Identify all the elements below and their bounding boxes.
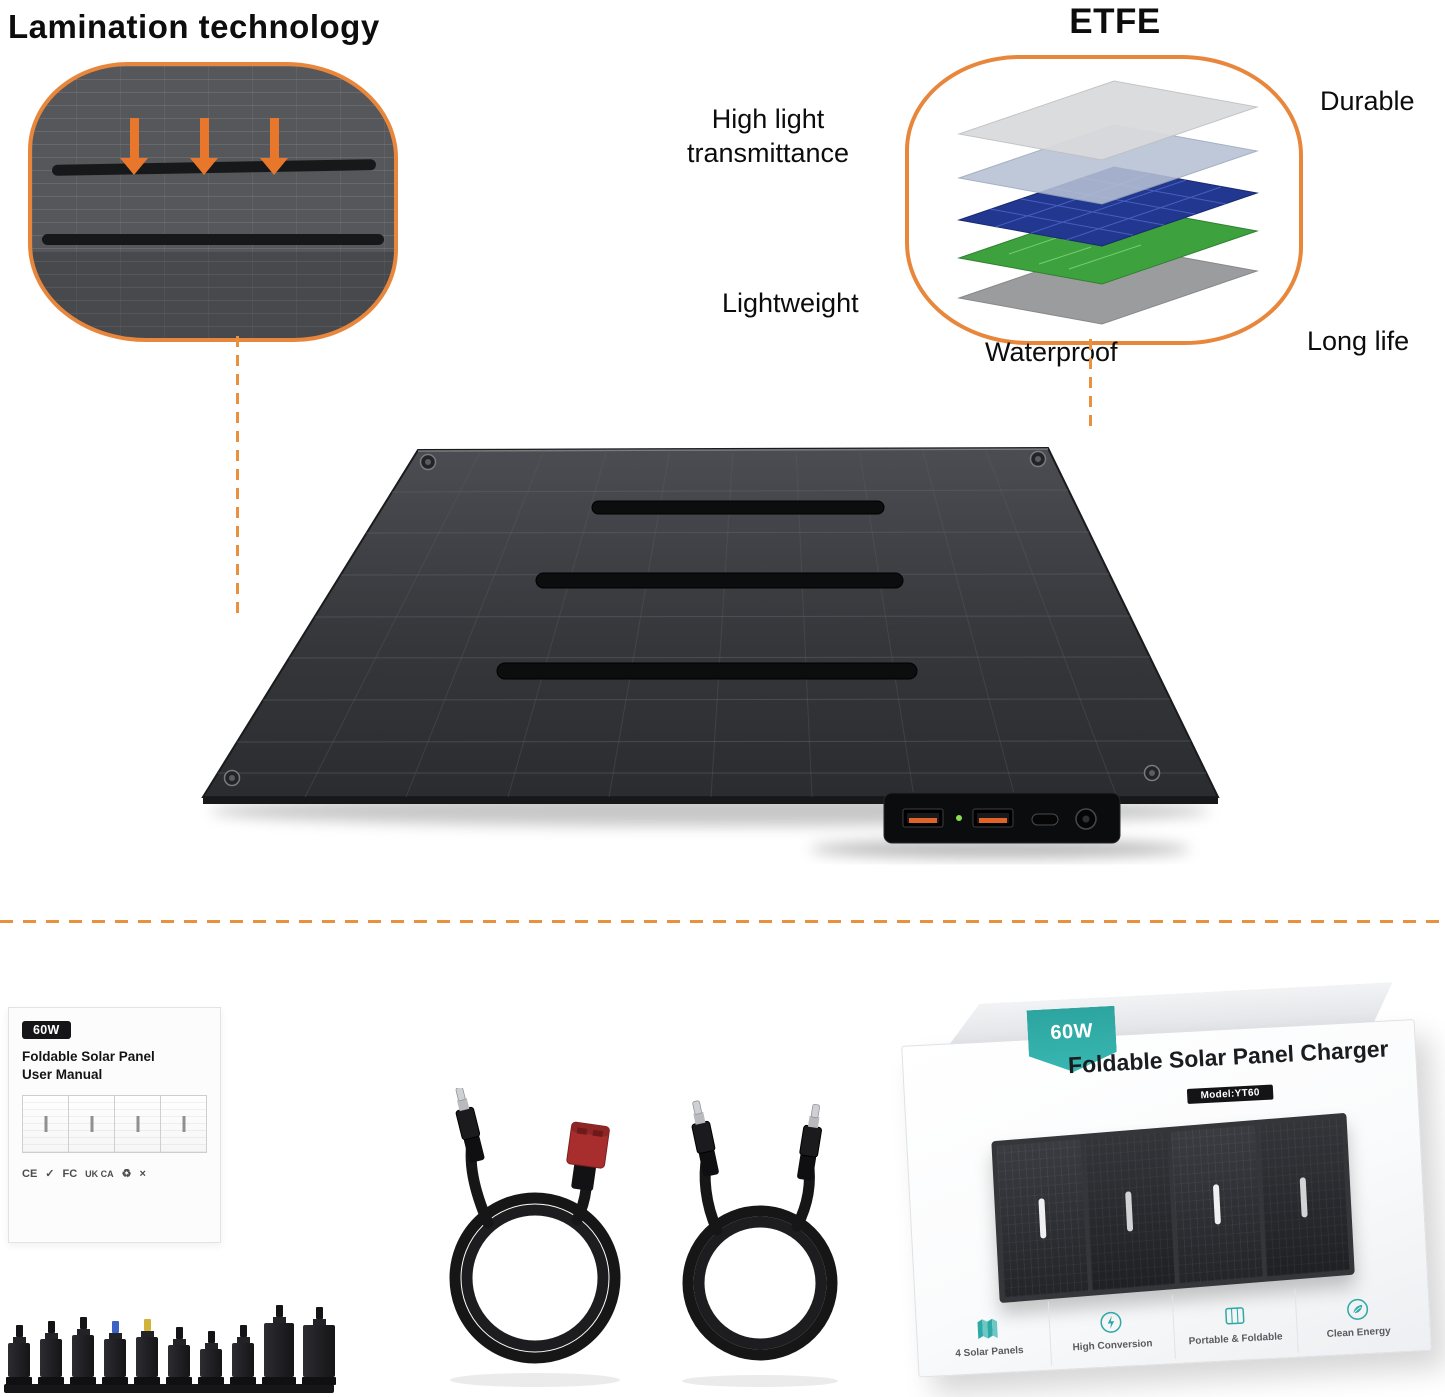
dc-plug bbox=[691, 1100, 719, 1177]
feature-clean-energy: Clean Energy bbox=[1294, 1282, 1421, 1353]
folded-panel-section bbox=[1083, 1132, 1176, 1291]
corner-grommets bbox=[223, 450, 1161, 787]
dc-adapter-tip bbox=[134, 1319, 160, 1385]
down-arrow-icon bbox=[190, 118, 218, 175]
box-model-badge: Model:YT60 bbox=[1187, 1084, 1274, 1104]
feature-portable-foldable: Portable & Foldable bbox=[1171, 1288, 1298, 1360]
folded-panel-section bbox=[1171, 1125, 1263, 1284]
dc-adapter-tip bbox=[166, 1327, 192, 1385]
down-arrow-icon bbox=[260, 118, 288, 175]
feature-high-conversion: High Conversion bbox=[1048, 1295, 1175, 1366]
usb-a-port-1 bbox=[902, 808, 944, 828]
product-box: 60W Foldable Solar Panel Charger Model:Y… bbox=[893, 974, 1445, 1397]
panel-grid-vertical bbox=[304, 447, 1118, 798]
manual-panel-section bbox=[69, 1096, 115, 1153]
box-panel-artwork bbox=[991, 1112, 1355, 1304]
manual-title-line2: User Manual bbox=[22, 1066, 103, 1082]
connector-dashed-line-left bbox=[236, 336, 239, 620]
dc-adapter-tip bbox=[102, 1321, 128, 1385]
shade-overlay bbox=[32, 252, 394, 338]
cross-mark-icon: × bbox=[139, 1167, 146, 1180]
feature-4-solar-panels: 4 Solar Panels bbox=[926, 1302, 1051, 1372]
usb-a-port-2 bbox=[972, 808, 1014, 828]
anderson-dc-cable bbox=[449, 1088, 621, 1387]
dc-adapter-tip bbox=[302, 1307, 336, 1385]
dc-to-dc-cable bbox=[682, 1100, 838, 1387]
manual-title-line1: Foldable Solar Panel bbox=[22, 1049, 155, 1064]
led-indicator bbox=[956, 815, 962, 821]
port-strip bbox=[883, 792, 1121, 844]
fold-slots bbox=[496, 500, 918, 680]
check-mark-icon: ✓ bbox=[45, 1168, 55, 1181]
dc-plug bbox=[797, 1104, 822, 1181]
certification-icons: CE ✓ FC UK CA ♻ × bbox=[22, 1167, 207, 1181]
panel-slot bbox=[42, 234, 384, 245]
box-feature-row: 4 Solar Panels High Conversion Portable … bbox=[926, 1282, 1421, 1372]
fcc-mark-icon: FC bbox=[62, 1167, 78, 1180]
adapter-rail bbox=[4, 1384, 334, 1393]
recycle-icon: ♻ bbox=[121, 1168, 132, 1181]
panel-grid-horizontal bbox=[218, 489, 1206, 774]
dc-adapter-tip bbox=[70, 1317, 96, 1385]
dc-adapter-tip bbox=[6, 1325, 32, 1385]
user-manual: 60W Foldable Solar Panel User Manual CE … bbox=[8, 1007, 221, 1243]
lamination-title: Lamination technology bbox=[8, 8, 380, 45]
portable-foldable-icon bbox=[1224, 1307, 1245, 1325]
down-arrow-icon bbox=[120, 118, 148, 175]
dc-adapter-tips bbox=[0, 1280, 348, 1395]
manual-panel-section bbox=[23, 1096, 69, 1153]
anderson-connector bbox=[566, 1121, 610, 1191]
four-solar-panels-icon bbox=[977, 1318, 998, 1340]
label-waterproof: Waterproof bbox=[985, 337, 1118, 367]
ce-mark-icon: CE bbox=[22, 1167, 38, 1180]
section-divider bbox=[0, 920, 1445, 923]
label-long-life: Long life bbox=[1307, 326, 1410, 356]
dc-plug bbox=[455, 1088, 485, 1163]
manual-panel-section bbox=[161, 1096, 206, 1153]
folded-panel-section bbox=[1258, 1118, 1350, 1277]
etfe-layers-diagram bbox=[905, 55, 1303, 345]
solar-panel-photo bbox=[201, 446, 1220, 858]
manual-panel-section bbox=[115, 1096, 161, 1153]
manual-panel-diagram bbox=[22, 1095, 207, 1154]
clean-energy-icon bbox=[1346, 1298, 1368, 1320]
folded-panel-section bbox=[996, 1139, 1088, 1298]
box-front-face: 60W Foldable Solar Panel Charger Model:Y… bbox=[901, 1019, 1432, 1378]
dc-adapter-tip bbox=[38, 1321, 64, 1385]
dc-input-port bbox=[1075, 808, 1097, 830]
etfe-title: ETFE bbox=[1069, 2, 1161, 41]
connector-dashed-line-right bbox=[1089, 339, 1092, 432]
dc-adapter-tip bbox=[198, 1331, 224, 1385]
high-conversion-icon bbox=[1100, 1311, 1122, 1333]
ukca-mark-icon: UK CA bbox=[85, 1168, 114, 1179]
manual-wattage-badge: 60W bbox=[22, 1021, 71, 1039]
label-durable: Durable bbox=[1320, 86, 1415, 116]
label-high-light-transmittance: High light transmittance bbox=[686, 104, 850, 168]
label-lightweight: Lightweight bbox=[722, 288, 859, 318]
lamination-zoom-image bbox=[28, 62, 398, 342]
usb-c-port bbox=[1031, 813, 1059, 826]
dc-adapter-tip bbox=[230, 1325, 256, 1385]
dc-adapter-tip bbox=[262, 1305, 296, 1385]
etfe-layer-stack bbox=[957, 80, 1259, 325]
solar-cell-texture bbox=[32, 66, 394, 338]
